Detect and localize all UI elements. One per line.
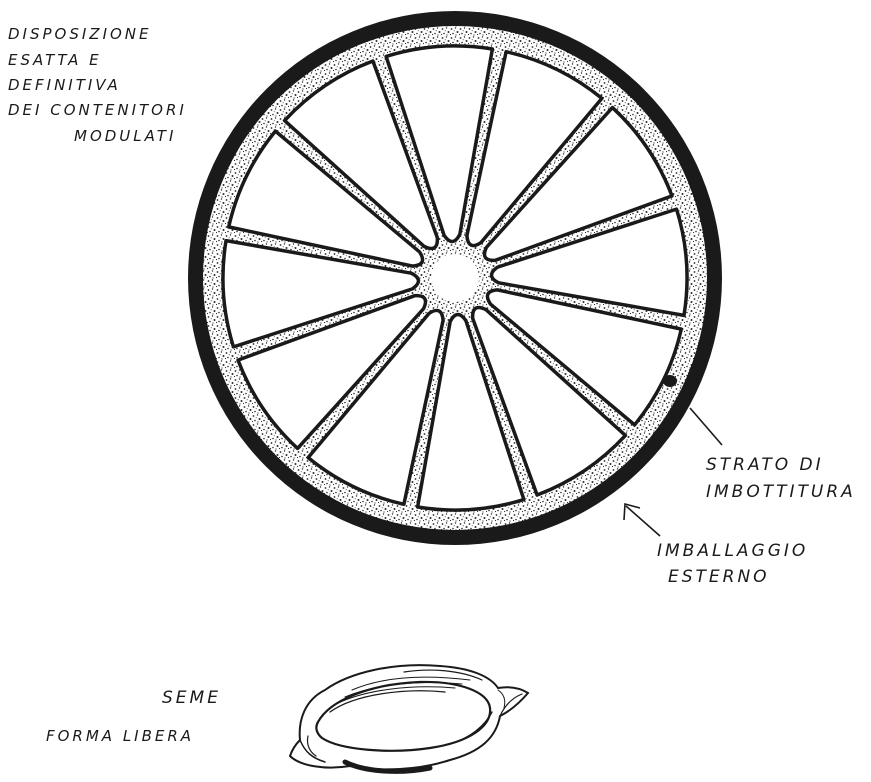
label-line: ESTERNO	[668, 567, 770, 587]
arrow-line	[626, 506, 660, 536]
label-line: STRATO DI	[706, 455, 824, 475]
label-line: IMBOTTITURA	[706, 482, 856, 502]
label-line: DEI CONTENITORI	[8, 101, 187, 119]
leader-line	[690, 408, 722, 445]
label-line: IMBALLAGGIO	[657, 541, 808, 561]
modular-containers	[223, 46, 687, 510]
callout-outer-packaging: IMBALLAGGIO ESTERNO	[624, 504, 808, 587]
label-line: ESATTA E	[8, 51, 102, 69]
label-line: MODULATI	[74, 127, 176, 145]
callout-padding-layer: STRATO DI IMBOTTITURA	[690, 408, 856, 502]
label-line: SEME	[162, 688, 221, 708]
label-line: DEFINITIVA	[8, 76, 121, 94]
label-container-arrangement: DISPOSIZIONE ESATTA E DEFINITIVA DEI CON…	[8, 25, 187, 145]
center-hub	[431, 254, 479, 302]
seed-drawing	[290, 665, 528, 771]
label-line: FORMA LIBERA	[46, 727, 194, 745]
label-line: DISPOSIZIONE	[8, 25, 152, 43]
label-seed: SEME FORMA LIBERA	[46, 688, 221, 745]
ink-mark	[663, 375, 677, 387]
